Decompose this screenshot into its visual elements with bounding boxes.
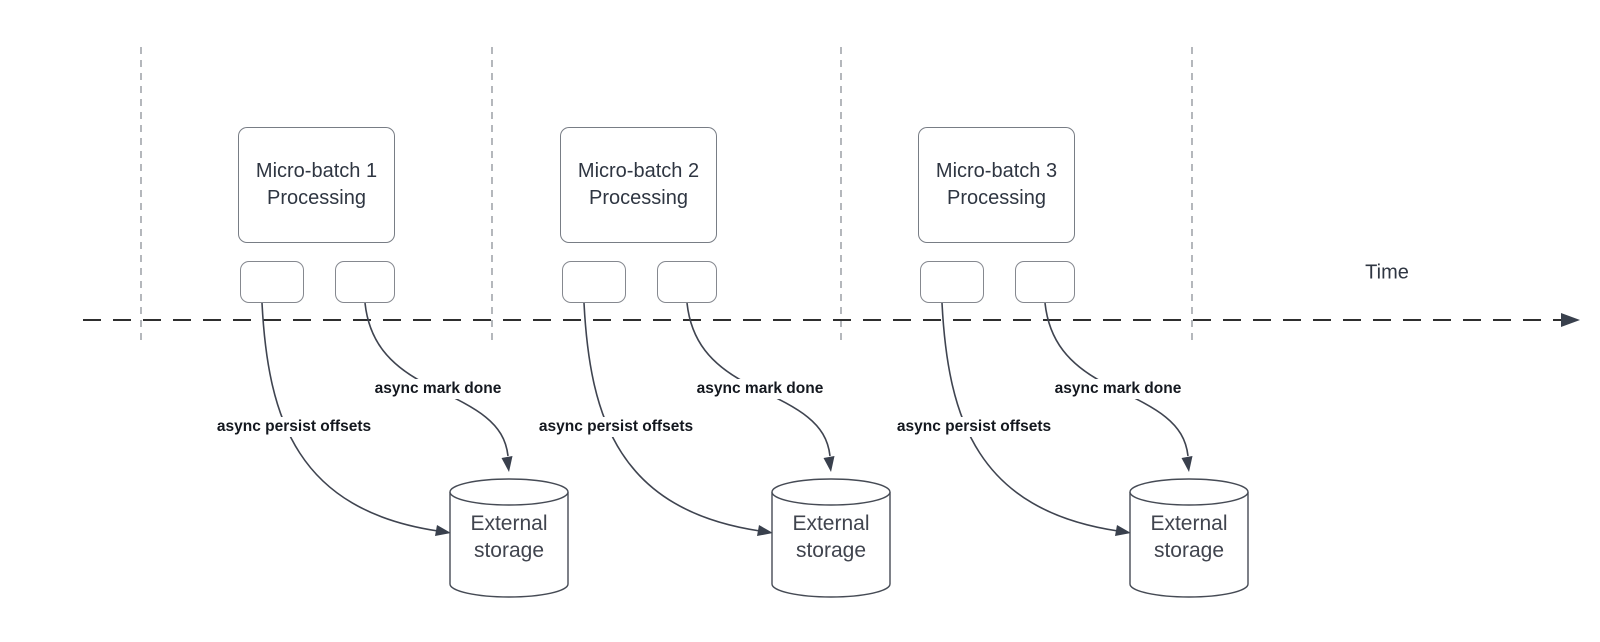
microbatch-processing-box: Micro-batch 3 Processing bbox=[918, 127, 1075, 243]
mark-done-arrowhead bbox=[1181, 456, 1193, 472]
external-storage-cylinder bbox=[771, 492, 891, 598]
async-persist-offsets-label: async persist offsets bbox=[213, 417, 375, 437]
microbatch-group-2: Micro-batch 2 Processing async persist o… bbox=[535, 0, 905, 642]
microbatch-processing-box: Micro-batch 2 Processing bbox=[560, 127, 717, 243]
external-storage-cylinder bbox=[1129, 492, 1249, 598]
microbatch-group-1: Micro-batch 1 Processing async persist o… bbox=[213, 0, 583, 642]
microbatch-processing-box: Micro-batch 1 Processing bbox=[238, 127, 395, 243]
microbatch-processing-label: Micro-batch 2 Processing bbox=[577, 160, 700, 209]
async-mark-done-label: async mark done bbox=[693, 379, 827, 399]
offset-task-box bbox=[562, 261, 626, 303]
offset-task-box bbox=[920, 261, 984, 303]
microbatch-2-connectors bbox=[583, 302, 891, 598]
persist-offsets-curve bbox=[583, 302, 761, 532]
external-storage-cylinder-top bbox=[449, 478, 569, 506]
microbatch-group-3: Micro-batch 3 Processing async persist o… bbox=[893, 0, 1263, 642]
external-storage-label: External storage bbox=[1150, 512, 1228, 562]
persist-offsets-arrowhead bbox=[1115, 525, 1131, 536]
async-persist-offsets-label: async persist offsets bbox=[893, 417, 1055, 437]
persist-offsets-curve bbox=[261, 302, 439, 532]
mark-done-arrowhead bbox=[823, 456, 835, 472]
mark-done-task-box bbox=[1015, 261, 1075, 303]
microbatch-1-connectors bbox=[261, 302, 569, 598]
async-mark-done-label: async mark done bbox=[1051, 379, 1185, 399]
external-storage-label: External storage bbox=[470, 512, 548, 562]
persist-offsets-curve bbox=[941, 302, 1119, 532]
microbatch-processing-label: Micro-batch 3 Processing bbox=[935, 160, 1058, 209]
microbatch-processing-label: Micro-batch 1 Processing bbox=[255, 160, 378, 209]
persist-offsets-arrowhead bbox=[435, 525, 451, 536]
external-storage-cylinder-top bbox=[1129, 478, 1249, 506]
mark-done-task-box bbox=[335, 261, 395, 303]
time-axis-arrowhead bbox=[1561, 313, 1580, 327]
external-storage-cylinder bbox=[449, 492, 569, 598]
mark-done-task-box bbox=[657, 261, 717, 303]
offset-task-box bbox=[240, 261, 304, 303]
microbatch-3-connectors bbox=[941, 302, 1249, 598]
async-persist-offsets-label: async persist offsets bbox=[535, 417, 697, 437]
persist-offsets-arrowhead bbox=[757, 525, 773, 536]
time-axis-label: Time bbox=[1365, 261, 1409, 284]
external-storage-cylinder-top bbox=[771, 478, 891, 506]
external-storage-label: External storage bbox=[792, 512, 870, 562]
async-mark-done-label: async mark done bbox=[371, 379, 505, 399]
mark-done-arrowhead bbox=[501, 456, 513, 472]
